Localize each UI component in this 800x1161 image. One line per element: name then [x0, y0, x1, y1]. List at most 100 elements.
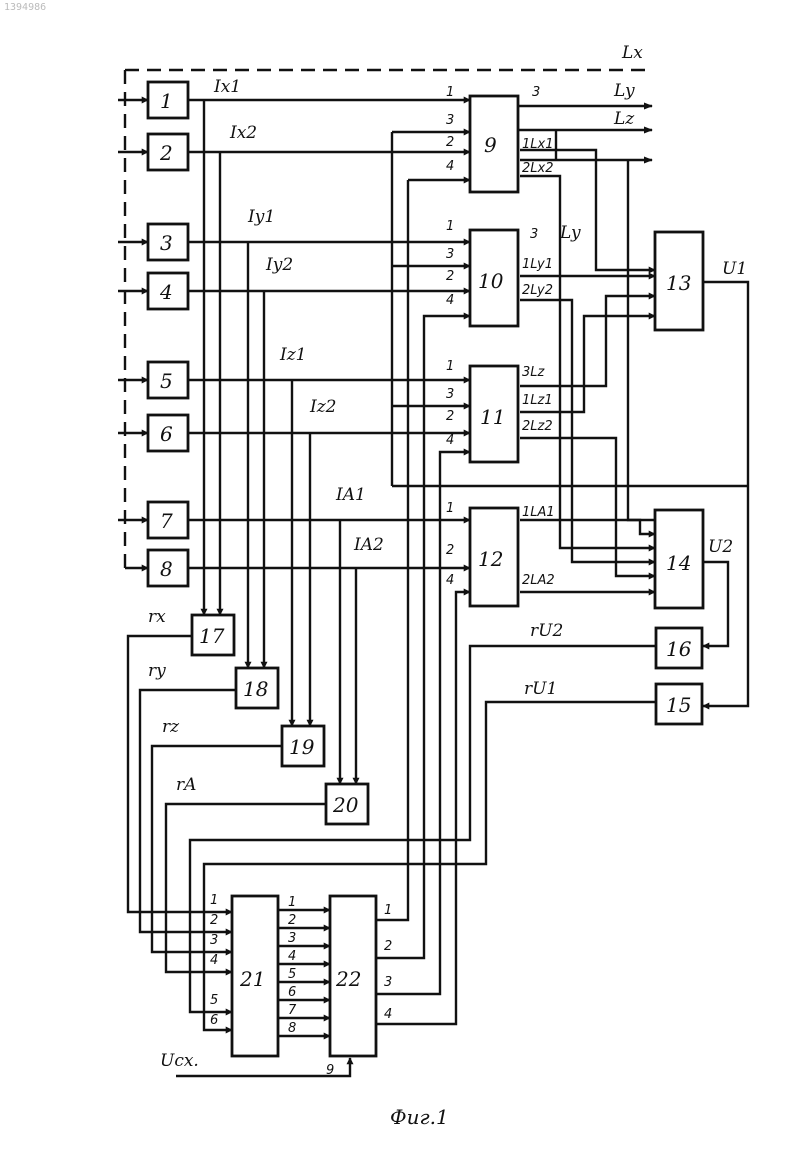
logic-blocks: 9 10 11 12 — [470, 96, 518, 606]
pin-label: 1 — [384, 903, 392, 918]
block-10-label: 10 — [478, 269, 504, 293]
pin-label: 2 — [446, 269, 454, 284]
block-22-label: 22 — [335, 967, 361, 991]
block-19-label: 19 — [289, 735, 315, 759]
resistance-blocks: 17 18 19 20 — [192, 615, 368, 824]
label-ly: Ly — [613, 81, 635, 101]
pin-label: 1Ly1 — [522, 257, 553, 272]
pin-label: 2 — [446, 409, 454, 424]
label-rx: rx — [148, 607, 166, 627]
pin-label: 4 — [446, 159, 454, 174]
pin-label: 1LA1 — [522, 505, 555, 520]
label-ia1: IA1 — [335, 485, 366, 505]
figure-caption: Фиг.1 — [390, 1105, 449, 1129]
pin-label: 2Ly2 — [522, 283, 553, 298]
pin-label: 3 — [532, 85, 540, 100]
label-ry: ry — [148, 661, 166, 681]
pin-label: 3 — [446, 113, 454, 128]
block-12-label: 12 — [478, 547, 503, 571]
input-blocks: 1 2 3 4 5 6 7 8 — [118, 82, 188, 586]
pin-label: 3 — [288, 931, 296, 946]
block-8-label: 8 — [160, 557, 173, 581]
block-15-label: 15 — [666, 693, 691, 717]
pin-label: 1 — [446, 501, 454, 516]
block-11-label: 11 — [480, 405, 505, 429]
block-18-label: 18 — [243, 677, 268, 701]
pin-label: 6 — [210, 1013, 218, 1028]
tap-lines — [204, 100, 356, 784]
pin-label: 1 — [446, 359, 454, 374]
pin-label: 7 — [288, 1003, 297, 1018]
block-22-outputs — [376, 840, 456, 1024]
label-ru2: rU2 — [530, 621, 563, 641]
pin-label: 4 — [384, 1007, 392, 1022]
pin-label: 5 — [288, 967, 296, 982]
pin-label: 9 — [326, 1063, 334, 1078]
block-6-label: 6 — [160, 422, 173, 446]
block-1-label: 1 — [160, 89, 173, 113]
pin-label: 2 — [384, 939, 392, 954]
label-iz2: Iz2 — [309, 397, 337, 417]
block-9-label: 9 — [484, 133, 497, 157]
label-u1: U1 — [722, 259, 747, 279]
pin-label: 3 — [530, 227, 538, 242]
ucx-input — [176, 1058, 350, 1076]
pin-label: 2Lz2 — [522, 419, 553, 434]
pin-label: 2LA2 — [522, 573, 555, 588]
label-iy1: Iy1 — [247, 207, 275, 227]
block-11-outputs — [520, 296, 655, 576]
label-u2: U2 — [708, 537, 733, 557]
block-2-label: 2 — [159, 141, 173, 165]
label-iz1: Iz1 — [279, 345, 307, 365]
block-21-label: 21 — [239, 967, 265, 991]
bus-21-22 — [278, 910, 330, 1036]
pin-label: 1 — [288, 895, 296, 910]
pin-label: 4 — [210, 953, 218, 968]
label-lx: Lx — [621, 43, 643, 63]
label-lz: Lz — [613, 109, 635, 129]
label-iy2: Iy2 — [265, 255, 293, 275]
label-ucx: Ucx. — [160, 1051, 199, 1071]
pin-label: 3 — [446, 247, 454, 262]
pin-label: 4 — [288, 949, 296, 964]
bus-labels: 1 2 3 4 5 6 7 8 — [288, 895, 297, 1036]
pin-label: 1 — [210, 893, 218, 908]
label-ix2: Ix2 — [229, 123, 257, 143]
pin-label: 2 — [446, 135, 454, 150]
block-17-label: 17 — [199, 624, 225, 648]
pin-label: 1 — [446, 219, 454, 234]
pin-label: 2 — [288, 913, 296, 928]
corner-id: 1394986 — [4, 2, 46, 13]
label-ia2: IA2 — [353, 535, 384, 555]
pin-label: 3 — [210, 933, 218, 948]
pin-label: 2Lx2 — [522, 161, 553, 176]
pin-label: 4 — [446, 433, 454, 448]
pin-label: 4 — [446, 293, 454, 308]
pin-label: 5 — [210, 993, 218, 1008]
pin-label: 2 — [210, 913, 218, 928]
current-labels: Ix1 Ix2 Iy1 Iy2 Iz1 Iz2 IA1 IA2 — [213, 77, 384, 555]
pin-label: 3 — [384, 975, 392, 990]
current-lines — [188, 100, 470, 568]
block-5-label: 5 — [160, 369, 173, 393]
label-rz: rz — [162, 717, 180, 737]
pin-label: 4 — [446, 573, 454, 588]
block-10-outputs — [520, 160, 655, 562]
pin-label: 8 — [288, 1021, 296, 1036]
label-ra: rA — [176, 775, 196, 795]
voltage-blocks: 13 14 16 15 — [655, 232, 703, 724]
pin-label: 3Lz — [522, 365, 546, 380]
label-ru1: rU1 — [524, 679, 557, 699]
block-20-label: 20 — [332, 793, 359, 817]
pin-label: 1Lz1 — [522, 393, 553, 408]
block-3-label: 3 — [160, 231, 173, 255]
block-13-label: 13 — [666, 271, 691, 295]
pin-label: 1 — [446, 85, 454, 100]
pin-label: 2 — [446, 543, 454, 558]
compute-blocks: 21 22 — [232, 896, 376, 1056]
block-16-label: 16 — [666, 637, 692, 661]
pin-label: 6 — [288, 985, 296, 1000]
block-7-label: 7 — [160, 509, 173, 533]
pin-label: Ly — [559, 223, 581, 243]
